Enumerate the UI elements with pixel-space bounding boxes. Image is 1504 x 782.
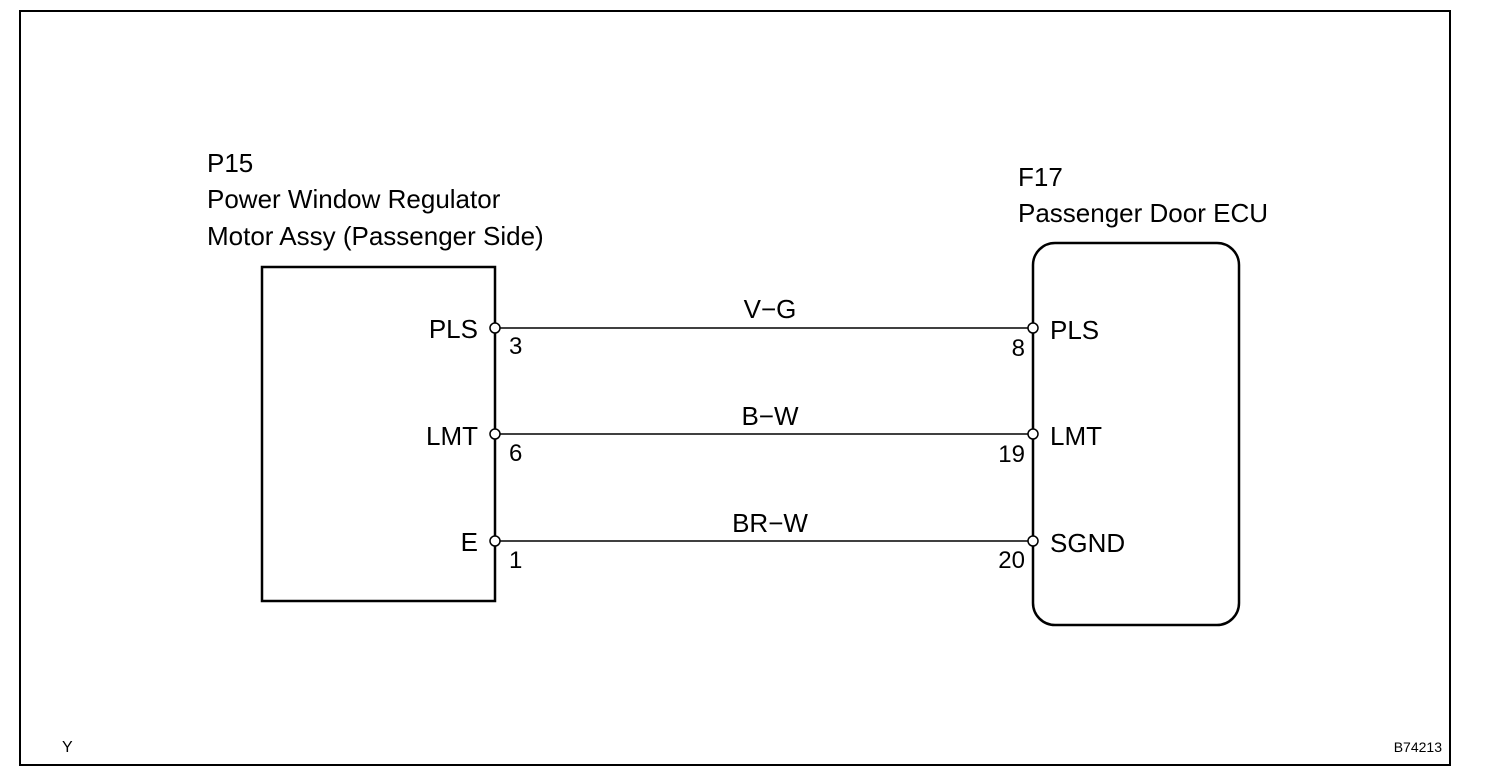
- terminal-right-pls: [1027, 322, 1039, 334]
- wire-color-label: BR−W: [732, 508, 808, 538]
- right-component-code: F17: [1018, 162, 1063, 192]
- right-signal-label: PLS: [1050, 315, 1100, 345]
- wire-color-label: B−W: [741, 401, 799, 431]
- terminal-right-lmt: [1027, 428, 1039, 440]
- left-signal-label: E: [460, 527, 478, 557]
- right-signal-label: LMT: [1050, 421, 1102, 451]
- right-pin-number: 19: [998, 441, 1025, 468]
- terminal-left-pls: [489, 322, 501, 334]
- left-component-name-line2: Motor Assy (Passenger Side): [207, 221, 544, 251]
- left-signal-label: PLS: [428, 314, 478, 344]
- left-pin-number: 6: [509, 440, 523, 467]
- right-pin-number: 8: [1011, 335, 1025, 362]
- right-signal-label: SGND: [1050, 528, 1126, 558]
- corner-label-left: Y: [62, 739, 73, 756]
- left-component-name-line1: Power Window Regulator: [207, 184, 501, 214]
- terminal-left-e: [489, 535, 501, 547]
- wire-color-label: V−G: [743, 294, 797, 324]
- left-signal-label: LMT: [426, 421, 478, 451]
- terminal-left-lmt: [489, 428, 501, 440]
- left-pin-number: 3: [509, 333, 523, 360]
- figure-id: B74213: [1393, 739, 1442, 755]
- diagram-frame: [19, 10, 1451, 766]
- right-component-name: Passenger Door ECU: [1018, 198, 1268, 228]
- left-component-code: P15: [207, 148, 254, 178]
- terminal-right-sgnd: [1027, 535, 1039, 547]
- right-pin-number: 20: [998, 547, 1025, 574]
- left-pin-number: 1: [509, 547, 523, 574]
